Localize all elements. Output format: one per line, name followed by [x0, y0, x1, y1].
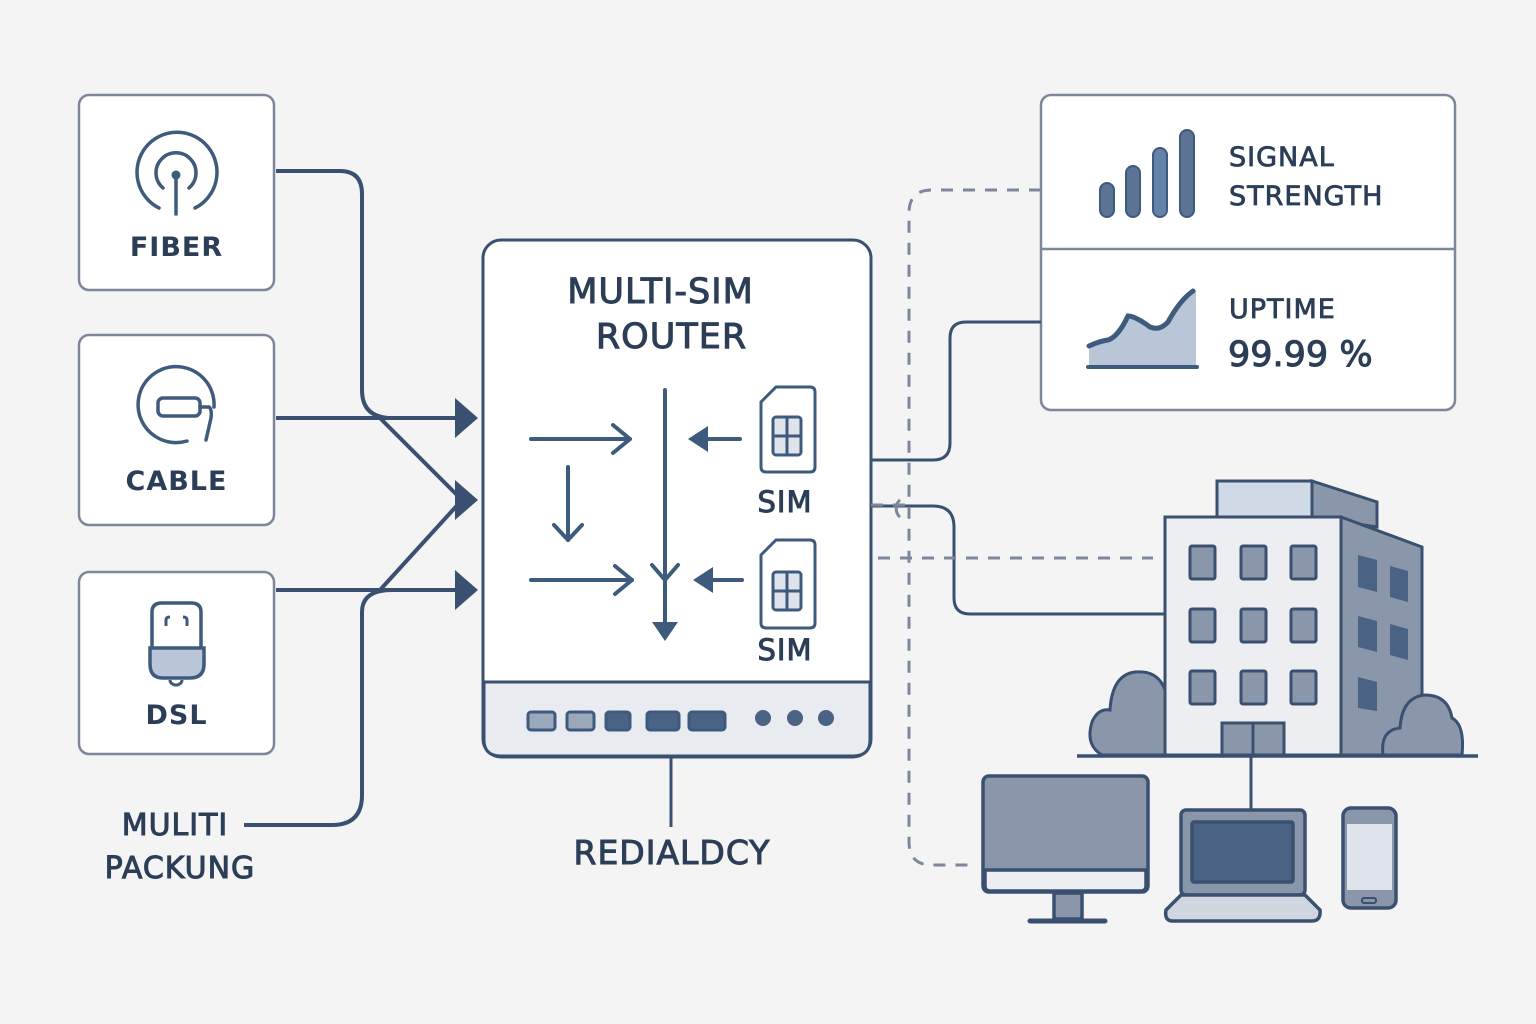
port-5	[687, 710, 727, 732]
router-arrowheads	[652, 426, 713, 641]
led-1	[755, 710, 771, 726]
uptime-label: UPTIME	[1229, 294, 1336, 326]
uptime-value: 99.99 %	[1228, 335, 1374, 376]
led-3	[818, 710, 834, 726]
router-footer-label: REDIALDCY	[573, 833, 771, 873]
cable-box[interactable]	[77, 333, 276, 527]
led-2	[787, 710, 803, 726]
port-2	[565, 710, 596, 732]
building-icon	[1077, 478, 1478, 758]
dashed-connectors	[871, 188, 1153, 867]
sim-label-1: SIM	[757, 485, 813, 520]
router-title-line1: MULTI-SIM	[567, 272, 754, 313]
sim-card-icon-2[interactable]	[759, 538, 817, 630]
router-title-line2: ROUTER	[595, 317, 748, 358]
sim-card-icon-1[interactable]	[759, 385, 817, 474]
laptop-icon	[1163, 808, 1322, 923]
smartphone-icon	[1341, 806, 1398, 910]
plug-icon	[148, 601, 206, 687]
router-ports	[526, 710, 727, 732]
port-4	[645, 710, 681, 732]
cable-label: CABLE	[125, 466, 228, 497]
input-connectors	[244, 169, 464, 827]
dsl-label: DSL	[145, 700, 208, 731]
signal-bars-icon	[1099, 129, 1195, 218]
multi-label-line1: MULITI	[121, 808, 229, 844]
desktop-monitor-icon	[981, 774, 1150, 924]
signal-label-line1: SIGNAL	[1229, 142, 1335, 174]
router-leds	[755, 710, 834, 726]
right-connectors	[871, 320, 1253, 810]
fiber-label: FIBER	[129, 232, 224, 263]
port-3	[604, 710, 632, 732]
input-arrowheads	[455, 398, 478, 610]
port-1	[526, 710, 557, 732]
uptime-chart-icon	[1086, 288, 1199, 369]
signal-label-line2: STRENGTH	[1229, 181, 1384, 213]
antenna-icon	[135, 130, 219, 216]
multi-label-line2: PACKUNG	[104, 851, 256, 887]
cable-icon	[136, 364, 216, 445]
sim-label-2: SIM	[757, 633, 813, 668]
router-flow-arrows	[529, 388, 744, 627]
